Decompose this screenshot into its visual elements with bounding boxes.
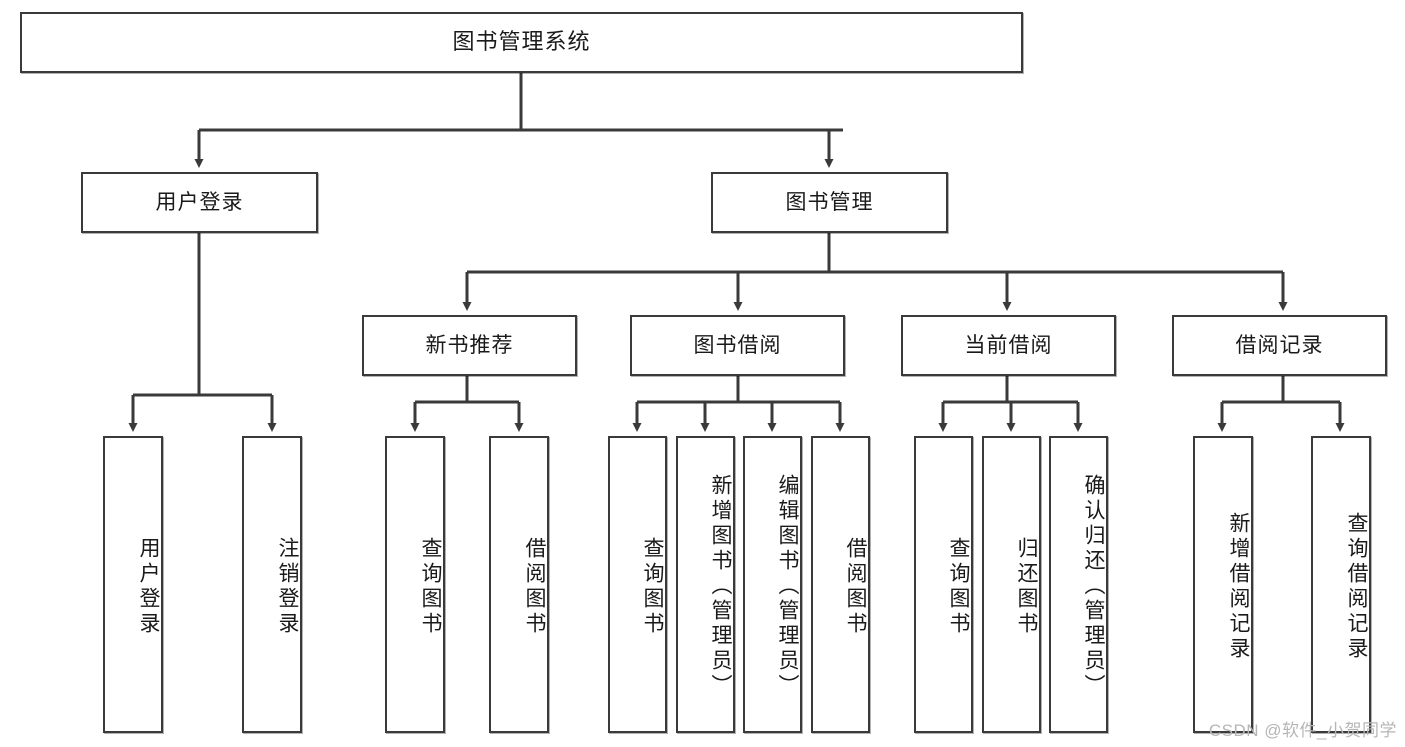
leaf-book-borrow-edit-book-admin[interactable]: 编辑图书（管理员） xyxy=(743,436,802,733)
node-label: 确认归还（管理员） xyxy=(1082,474,1105,699)
node-label: 用户登录 xyxy=(155,190,244,214)
node-book-borrow[interactable]: 图书借阅 xyxy=(630,315,845,376)
node-book-management[interactable]: 图书管理 xyxy=(711,172,948,233)
node-new-book-recommend[interactable]: 新书推荐 xyxy=(362,315,577,376)
node-label: 新增借阅记录 xyxy=(1227,511,1250,662)
leaf-user-login-login[interactable]: 用户登录 xyxy=(103,436,163,733)
leaf-borrow-record-query-record[interactable]: 查询借阅记录 xyxy=(1311,436,1371,733)
node-label: 借阅图书 xyxy=(844,536,867,637)
node-label: 查询借阅记录 xyxy=(1345,511,1368,662)
node-label: 查询图书 xyxy=(419,536,442,637)
node-label: 用户登录 xyxy=(137,536,160,637)
leaf-user-login-logout[interactable]: 注销登录 xyxy=(242,436,302,733)
node-label: 编辑图书（管理员） xyxy=(776,474,799,699)
leaf-new-book-borrow-book[interactable]: 借阅图书 xyxy=(489,436,549,733)
node-label: 新增图书（管理员） xyxy=(709,474,732,699)
node-label: 新书推荐 xyxy=(425,333,514,357)
node-current-borrow[interactable]: 当前借阅 xyxy=(901,315,1116,376)
leaf-new-book-query-book[interactable]: 查询图书 xyxy=(385,436,445,733)
leaf-book-borrow-add-book-admin[interactable]: 新增图书（管理员） xyxy=(676,436,735,733)
node-label: 图书借阅 xyxy=(693,333,782,357)
node-label: 借阅记录 xyxy=(1235,333,1324,357)
node-user-login[interactable]: 用户登录 xyxy=(81,172,318,233)
node-label: 图书管理 xyxy=(785,190,874,214)
node-label: 图书管理系统 xyxy=(452,29,591,55)
node-label: 归还图书 xyxy=(1015,536,1038,637)
leaf-current-borrow-return-book[interactable]: 归还图书 xyxy=(982,436,1041,733)
node-book-management-system[interactable]: 图书管理系统 xyxy=(20,12,1023,73)
leaf-borrow-record-add-record[interactable]: 新增借阅记录 xyxy=(1193,436,1253,733)
csdn-watermark: CSDN @软件_小贺同学 xyxy=(1208,721,1397,740)
node-label: 查询图书 xyxy=(947,536,970,637)
leaf-book-borrow-borrow-book[interactable]: 借阅图书 xyxy=(811,436,870,733)
leaf-current-borrow-query-book[interactable]: 查询图书 xyxy=(914,436,973,733)
leaf-book-borrow-query-book[interactable]: 查询图书 xyxy=(608,436,667,733)
node-label: 借阅图书 xyxy=(523,536,546,637)
node-label: 查询图书 xyxy=(641,536,664,637)
node-label: 注销登录 xyxy=(276,536,299,637)
node-borrow-record[interactable]: 借阅记录 xyxy=(1172,315,1387,376)
node-label: 当前借阅 xyxy=(964,333,1053,357)
leaf-current-borrow-confirm-return-admin[interactable]: 确认归还（管理员） xyxy=(1049,436,1108,733)
